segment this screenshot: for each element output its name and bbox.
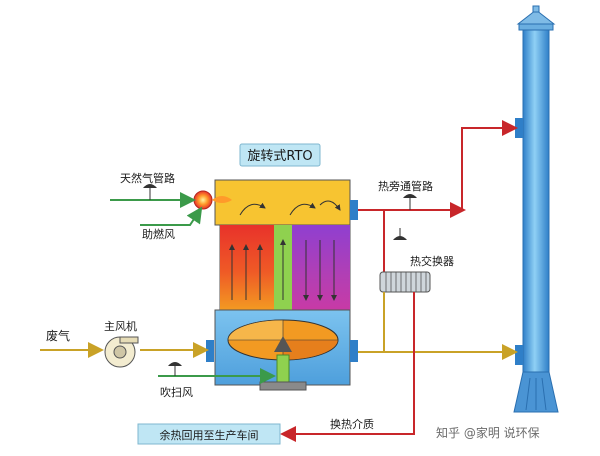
purge-valve-icon (168, 362, 182, 366)
waste-heat-box: 余热回用至生产车间 (137, 423, 281, 445)
purge-air-line (158, 362, 276, 384)
title-box: 旋转式RTO (239, 143, 321, 167)
label-hot-bypass: 热旁通管路 (378, 179, 433, 193)
combustion-air-line (140, 206, 203, 226)
rto-vessel (206, 179, 358, 391)
label-heat-exchanger: 热交换器 (410, 254, 454, 268)
label-natural-gas: 天然气管路 (120, 171, 175, 185)
exhaust-line (358, 292, 518, 360)
main-fan-icon (104, 336, 139, 368)
exchanger-valve-icon (393, 236, 407, 240)
natural-gas-line (110, 184, 196, 208)
label-heat-medium: 换热介质 (330, 417, 374, 431)
diagram-title: 旋转式RTO (247, 149, 312, 164)
label-main-fan: 主风机 (104, 319, 137, 333)
hot-bypass-line (358, 120, 518, 218)
bed-purple (292, 225, 350, 310)
stack (513, 5, 559, 413)
label-waste-gas: 废气 (46, 328, 70, 343)
bypass-valve-icon (403, 194, 417, 198)
label-purge-air: 吹扫风 (160, 386, 193, 399)
label-waste-heat: 余热回用至生产车间 (160, 428, 259, 442)
heat-medium-line (280, 292, 415, 442)
bed-hot (220, 225, 274, 310)
label-combustion-air: 助燃风 (142, 227, 175, 241)
heat-exchanger-line (383, 210, 407, 272)
gas-valve-icon (143, 184, 157, 188)
heat-exchanger-icon (379, 271, 431, 293)
bed-arrows (229, 200, 341, 301)
watermark: 知乎 @家明 说环保 (436, 425, 540, 440)
burner (193, 190, 232, 210)
